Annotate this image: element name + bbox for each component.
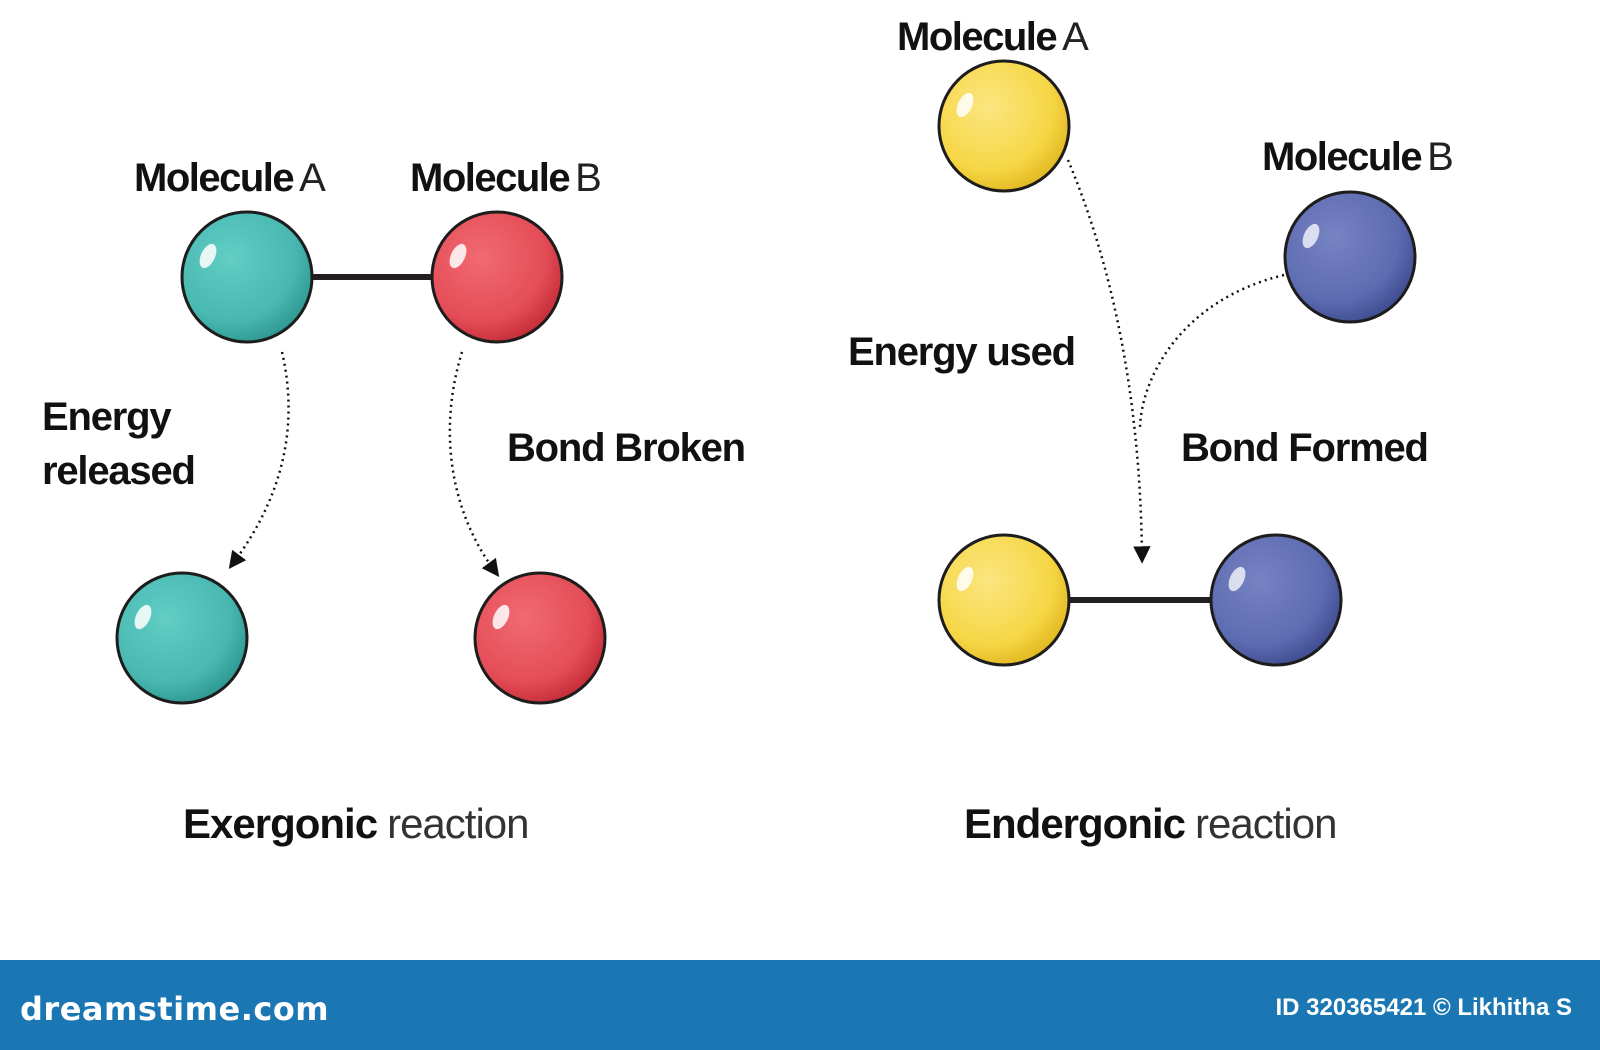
exergonic-molecule-b-word: Molecule: [410, 156, 571, 200]
reaction-diagram: [115, 59, 1417, 705]
energy-released-label-line1: Energy: [42, 395, 172, 439]
footer-bar: dreamstime.com ID 320365421 © Likhitha S: [0, 960, 1600, 1050]
exergonic-title-bold: Exergonic: [183, 800, 378, 847]
endergonic-molecule-b-letter: B: [1427, 135, 1454, 179]
exergonic-molecule-a-word: Molecule: [134, 156, 295, 200]
endergonic-title-rest: reaction: [1195, 800, 1337, 847]
endergonic-title-bold: Endergonic: [964, 800, 1186, 847]
endergonic-arrow-a: [1066, 159, 1151, 564]
bond-broken-label: Bond Broken: [507, 426, 746, 470]
endergonic-molecule-b-sphere: [1283, 190, 1417, 324]
exergonic-product-b-sphere: [473, 571, 607, 705]
endergonic-molecule-b-word: Molecule: [1262, 135, 1423, 179]
endergonic-molecule-a-word: Molecule: [897, 15, 1058, 59]
exergonic-arrow-b: [448, 351, 500, 578]
bond-formed-label: Bond Formed: [1181, 426, 1429, 470]
energy-used-label: Energy used: [848, 330, 1076, 374]
energy-released-label-line2: released: [42, 449, 196, 493]
endergonic-product-a-sphere: [937, 533, 1071, 667]
exergonic-molecule-a-letter: A: [299, 156, 326, 200]
endergonic-molecule-a-sphere: [937, 59, 1071, 193]
exergonic-title-rest: reaction: [387, 800, 529, 847]
exergonic-product-a-sphere: [115, 571, 249, 705]
endergonic-molecule-a-letter: A: [1062, 15, 1089, 59]
exergonic-molecule-b-sphere: [430, 210, 564, 344]
endergonic-product-b-sphere: [1209, 533, 1343, 667]
image-id-credit: ID 320365421 © Likhitha S: [1275, 994, 1573, 1021]
exergonic-molecule-b-letter: B: [575, 156, 602, 200]
brand-logo-text[interactable]: dreamstime.com: [20, 990, 330, 1028]
endergonic-arrow-b: [1138, 273, 1285, 431]
exergonic-arrow-a: [228, 351, 290, 570]
exergonic-molecule-a-sphere: [180, 210, 314, 344]
